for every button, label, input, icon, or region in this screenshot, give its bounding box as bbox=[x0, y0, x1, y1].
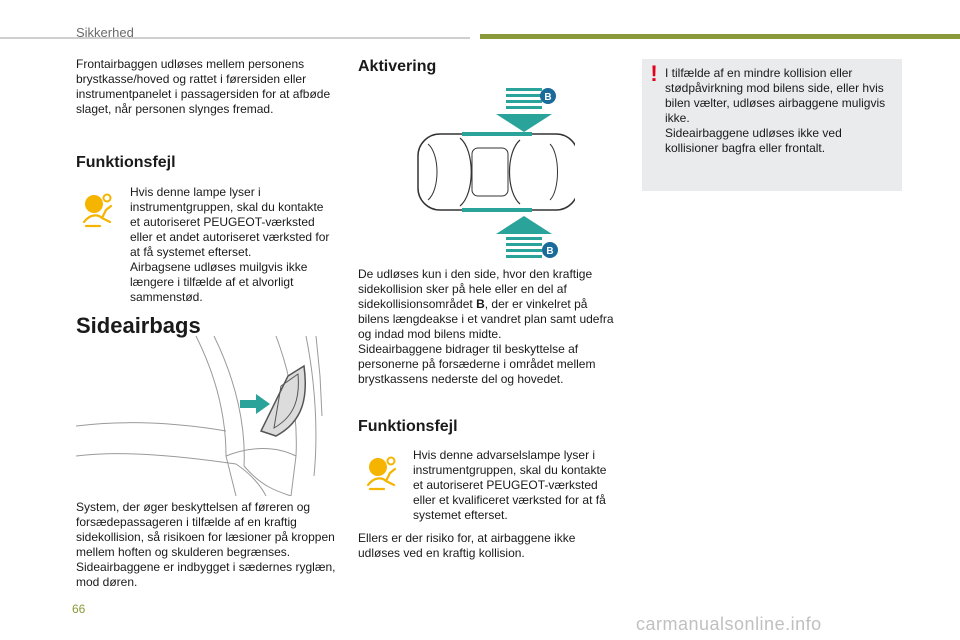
right-fault-title: Funktionsfejl bbox=[358, 418, 458, 435]
zone-label-top: B bbox=[544, 92, 551, 103]
left-fault-title: Funktionsfejl bbox=[76, 154, 176, 171]
zone-label-bottom-badge bbox=[542, 242, 558, 258]
right-fault-text: Hvis denne advarselslampe lyser i instru… bbox=[413, 448, 607, 522]
page-number: 66 bbox=[72, 602, 86, 616]
header-accent-bar bbox=[480, 34, 960, 39]
left-fault-text: Hvis denne lampe lyser i instrumentgrupp… bbox=[130, 185, 330, 304]
car-impact-zone-diagram: B B bbox=[400, 84, 575, 262]
side-airbags-title: Sideairbags bbox=[76, 313, 201, 338]
zone-label-top-badge bbox=[540, 88, 556, 104]
zone-label-bottom: B bbox=[546, 246, 553, 257]
seat-side-airbag-illustration bbox=[76, 336, 326, 496]
right-fault-text2: Ellers er der risiko for, at airbaggene … bbox=[358, 531, 576, 560]
warning-text: I tilfælde af en mindre kollision eller … bbox=[665, 66, 886, 155]
airbag-warning-icon bbox=[80, 192, 118, 228]
airbag-warning-icon-2 bbox=[364, 455, 402, 491]
section-label: Sikkerhed bbox=[76, 25, 134, 40]
watermark: carmanualsonline.info bbox=[636, 614, 822, 634]
warning-icon: ! bbox=[650, 61, 658, 86]
zone-reference: B bbox=[476, 297, 485, 311]
side-airbags-text: System, der øger beskyttelsen af føreren… bbox=[76, 500, 336, 589]
header-divider bbox=[0, 37, 470, 39]
warning-box bbox=[642, 59, 902, 191]
intro-text: Frontairbaggen udløses mellem personens … bbox=[76, 57, 331, 116]
activation-title: Aktivering bbox=[358, 58, 437, 75]
activation-text: De udløses kun i den side, hvor den kraf… bbox=[358, 267, 614, 386]
